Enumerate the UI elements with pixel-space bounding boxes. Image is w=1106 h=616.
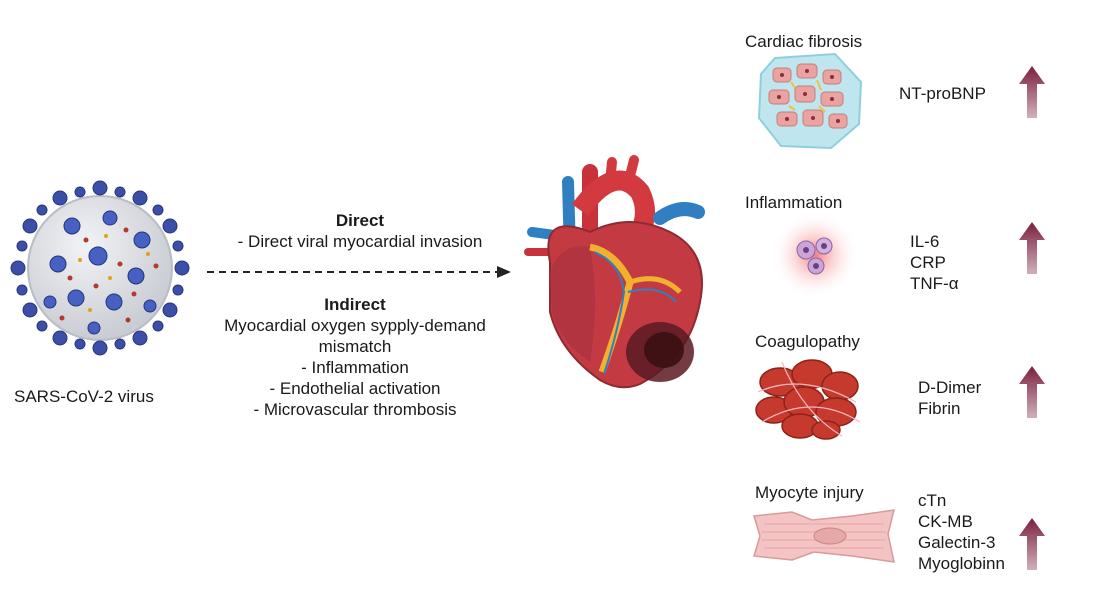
marker: CK-MB	[918, 512, 973, 531]
dashed-arrow-icon	[207, 266, 511, 278]
virus-label: SARS-CoV-2 virus	[14, 387, 154, 406]
fibrosis-tissue-icon	[757, 52, 863, 150]
indirect-title: Indirect	[324, 295, 386, 314]
fibrosis-illustration	[755, 52, 865, 150]
indirect-item: - Endothelial activation	[269, 379, 441, 398]
heart-illustration	[520, 152, 720, 402]
blood-clot-icon	[755, 359, 861, 440]
increase-arrow-coagulopathy	[1019, 366, 1045, 418]
coagulopathy-illustration	[752, 352, 864, 440]
inflammation-illustration	[770, 210, 860, 300]
marker: IL-6	[910, 232, 940, 251]
marker: Fibrin	[918, 399, 961, 418]
marker: cTn	[918, 491, 947, 510]
increase-arrow-myocyte-injury	[1019, 518, 1045, 570]
dashed-arrow	[205, 262, 515, 282]
marker: CRP	[910, 253, 946, 272]
marker: Myoglobinn	[918, 554, 1005, 573]
outcome-title-cardiac-fibrosis: Cardiac fibrosis	[745, 32, 863, 51]
indirect-item: - Inflammation	[301, 358, 409, 377]
direct-block: Direct - Direct viral myocardial invasio…	[200, 210, 520, 252]
marker: Galectin-3	[918, 533, 996, 552]
virus-illustration	[10, 178, 190, 358]
inflammation-cells-icon	[771, 211, 859, 299]
indirect-block: Indirect Myocardial oxygen sypply-demand…	[190, 294, 520, 420]
increase-arrow-inflammation	[1019, 222, 1045, 274]
outcome-title-myocyte-injury: Myocyte injury	[755, 483, 864, 502]
myocyte-cell-icon	[753, 509, 895, 563]
up-arrow-icon	[1019, 66, 1045, 118]
marker-list-coagulopathy: D-Dimer Fibrin	[918, 377, 981, 419]
up-arrow-icon	[1019, 518, 1045, 570]
outcome-title-coagulopathy: Coagulopathy	[755, 332, 860, 351]
indirect-item: Myocardial oxygen sypply-demand	[224, 316, 486, 335]
indirect-item: mismatch	[318, 337, 392, 356]
marker-list-myocyte-injury: cTn CK-MB Galectin-3 Myoglobinn	[918, 490, 1005, 574]
indirect-item: - Microvascular thrombosis	[253, 400, 457, 419]
marker-list-inflammation: IL-6 CRP TNF-α	[910, 231, 959, 294]
marker: NT-proBNP	[899, 84, 986, 103]
marker-list-cardiac-fibrosis: NT-proBNP	[899, 83, 986, 104]
direct-title: Direct	[335, 211, 385, 230]
myocyte-illustration	[752, 506, 897, 566]
outcome-title-inflammation: Inflammation	[745, 193, 843, 212]
increase-arrow-cardiac-fibrosis	[1019, 66, 1045, 118]
marker: D-Dimer	[918, 378, 982, 397]
virus-icon	[10, 180, 190, 356]
up-arrow-icon	[1019, 222, 1045, 274]
direct-item: - Direct viral myocardial invasion	[237, 232, 483, 251]
heart-icon	[524, 155, 705, 389]
up-arrow-icon	[1019, 366, 1045, 418]
marker: TNF-α	[910, 274, 959, 293]
